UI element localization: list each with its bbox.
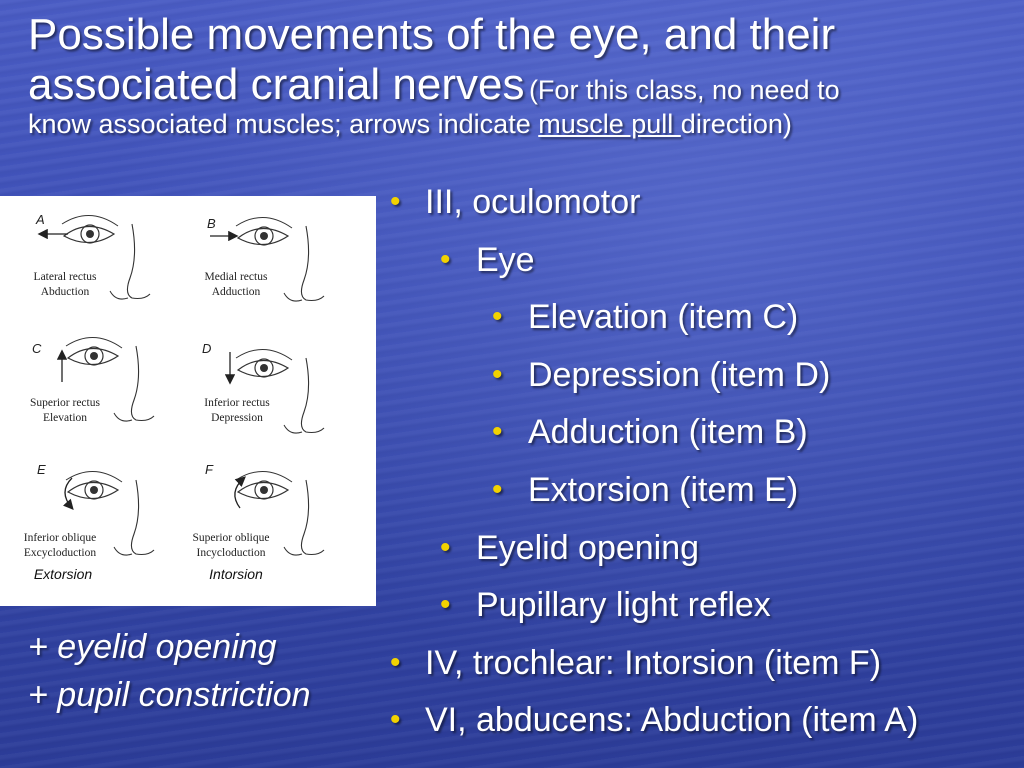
- bullet-text: Elevation (item C): [528, 298, 799, 337]
- panel-b-letter: B: [207, 216, 216, 231]
- panel-c-letter: C: [32, 341, 42, 356]
- title-line-2-main: associated cranial nerves: [28, 59, 525, 109]
- panel-c-muscle: Superior rectus: [30, 397, 100, 409]
- panel-d-letter: D: [202, 341, 211, 356]
- bullet-icon: •: [440, 530, 451, 564]
- note-eyelid-opening: + eyelid opening: [28, 628, 277, 666]
- bullet-icon: •: [440, 588, 451, 622]
- panel-e: E Inferior oblique Excycloduction Extors…: [24, 462, 155, 582]
- bullet-text: Depression (item D): [528, 355, 831, 394]
- title-line-1: Possible movements of the eye, and their: [28, 10, 836, 59]
- bullet-icon: •: [440, 242, 451, 276]
- bullet-item: • Pupillary light reflex: [388, 581, 1018, 639]
- panel-e-action: Excycloduction: [24, 547, 96, 559]
- panel-e-letter: E: [37, 462, 46, 477]
- bullet-text: Eyelid opening: [476, 528, 700, 567]
- title-note-a: (For this class, no need to: [528, 74, 840, 105]
- bullet-text: III, oculomotor: [425, 183, 641, 221]
- bullet-item: • Extorsion (item E): [388, 466, 1018, 524]
- panel-f-footer: Intorsion: [209, 566, 263, 582]
- panel-f-action: Incycloduction: [197, 547, 266, 559]
- bullet-item: • Adduction (item B): [388, 408, 1018, 466]
- panel-d-muscle: Inferior rectus: [204, 397, 270, 409]
- bullet-text: VI, abducens: Abduction (item A): [425, 701, 919, 740]
- bullet-item: • VI, abducens: Abduction (item A): [388, 696, 1018, 754]
- panel-f-letter: F: [205, 462, 214, 477]
- panel-b-action: Adduction: [212, 286, 261, 298]
- panel-d-action: Depression: [211, 412, 263, 424]
- panel-b: B Medial rectus Adduction: [205, 216, 325, 302]
- panel-a-action: Abduction: [41, 286, 90, 298]
- panel-d: D Inferior rectus Depression: [202, 341, 325, 434]
- title-note-c: direction): [680, 109, 792, 140]
- bullet-text: Eye: [476, 240, 535, 279]
- title-note-b: know associated muscles; arrows indicate: [28, 109, 531, 140]
- panel-f: F Superior oblique Incycloduction Intors…: [193, 462, 325, 582]
- panel-a: A Lateral rectus Abduction: [34, 212, 151, 300]
- bullet-text: Extorsion (item E): [528, 470, 799, 509]
- rotate-arrow-icon: [62, 477, 74, 510]
- panel-b-muscle: Medial rectus: [205, 271, 268, 283]
- bullet-text: Adduction (item B): [528, 413, 808, 452]
- panel-a-muscle: Lateral rectus: [34, 271, 97, 283]
- panel-a-letter: A: [35, 212, 45, 227]
- title-note-underlined: muscle pull: [538, 109, 681, 140]
- slide-title: Possible movements of the eye, and their…: [28, 10, 1018, 140]
- bullet-icon: •: [390, 703, 401, 737]
- bullet-list: • III, oculomotor • Eye • Elevation (item C…: [388, 178, 1018, 754]
- bullet-icon: •: [492, 357, 503, 391]
- bullet-item: • Elevation (item C): [388, 293, 1018, 351]
- bullet-text: Pupillary light reflex: [476, 586, 771, 625]
- bullet-item: • Depression (item D): [388, 351, 1018, 409]
- bullet-icon: •: [492, 415, 503, 449]
- bullet-item: • Eye: [388, 236, 1018, 294]
- title-line-3: know associated muscles; arrows indicate…: [28, 109, 1018, 140]
- eye-movements-diagram: A Lateral rectus Abduction B Medial rect…: [24, 212, 325, 582]
- panel-c-action: Elevation: [43, 412, 87, 424]
- bullet-icon: •: [390, 185, 401, 218]
- bullet-icon: •: [492, 300, 503, 334]
- bullet-text: IV, trochlear: Intorsion (item F): [425, 643, 882, 682]
- extra-notes: + eyelid opening + pupil constriction: [28, 624, 311, 719]
- rotate-arrow-icon: [234, 476, 246, 509]
- bullet-item: • Eyelid opening: [388, 524, 1018, 582]
- bullet-icon: •: [390, 645, 401, 679]
- eye-movements-figure: A Lateral rectus Abduction B Medial rect…: [0, 196, 376, 606]
- panel-f-muscle: Superior oblique: [193, 532, 270, 544]
- note-pupil-constriction: + pupil constriction: [28, 675, 311, 714]
- bullet-item: • IV, trochlear: Intorsion (item F): [388, 639, 1018, 697]
- bullet-item: • III, oculomotor: [388, 178, 1018, 236]
- bullet-icon: •: [492, 472, 503, 506]
- panel-e-muscle: Inferior oblique: [24, 532, 97, 544]
- panel-c: C Superior rectus Elevation: [30, 336, 155, 424]
- title-line-2: associated cranial nerves (For this clas…: [28, 60, 1018, 110]
- panel-e-footer: Extorsion: [34, 566, 93, 582]
